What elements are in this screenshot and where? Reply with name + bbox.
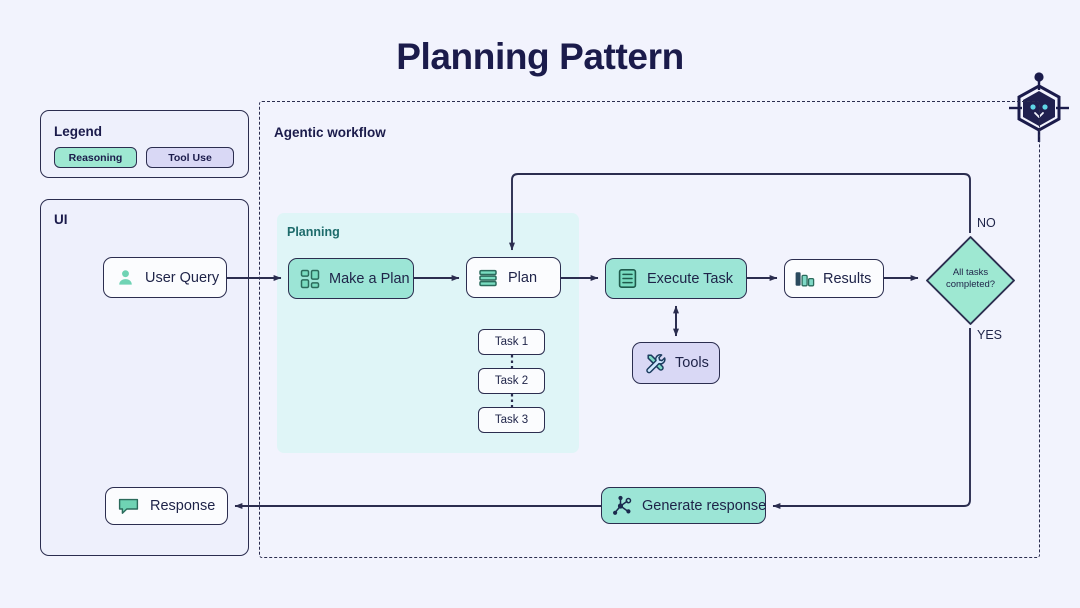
- node-generate-response-label: Generate response: [642, 497, 767, 514]
- node-plan-label: Plan: [508, 269, 538, 286]
- agentic-workflow-label: Agentic workflow: [274, 125, 386, 140]
- legend-chip-reasoning: Reasoning: [54, 147, 137, 168]
- node-response-label: Response: [150, 498, 216, 514]
- task-item[interactable]: Task 3: [478, 407, 545, 433]
- decision-all-tasks-completed[interactable]: All tasks completed?: [925, 235, 1016, 326]
- stacked-layers-icon: [478, 268, 498, 288]
- node-graph-icon: [612, 495, 634, 517]
- ui-panel-title: UI: [54, 212, 68, 227]
- planning-label: Planning: [287, 225, 340, 239]
- node-results[interactable]: Results: [784, 259, 884, 298]
- node-execute-task-label: Execute Task: [647, 270, 733, 287]
- decision-line-1: All tasks: [952, 267, 989, 278]
- legend-title: Legend: [54, 124, 103, 139]
- node-generate-response[interactable]: Generate response: [601, 487, 766, 524]
- user-icon: [116, 268, 135, 287]
- edge-label-no: NO: [977, 216, 996, 230]
- decision-label: All tasks completed?: [925, 267, 1016, 291]
- bar-chart-icon: [794, 269, 815, 289]
- chat-bubble-icon: [118, 497, 139, 516]
- grid-layout-icon: [300, 269, 320, 289]
- node-user-query-label: User Query: [145, 269, 220, 286]
- node-plan[interactable]: Plan: [466, 257, 561, 298]
- legend-chip-tool-use: Tool Use: [146, 147, 234, 168]
- node-tools[interactable]: Tools: [632, 342, 720, 384]
- page-title: Planning Pattern: [396, 36, 684, 77]
- decision-line-2: completed?: [945, 279, 996, 290]
- node-tools-label: Tools: [675, 355, 709, 371]
- node-user-query[interactable]: User Query: [103, 257, 227, 298]
- document-list-icon: [617, 268, 638, 289]
- node-results-label: Results: [823, 270, 872, 287]
- task-item[interactable]: Task 2: [478, 368, 545, 394]
- node-execute-task[interactable]: Execute Task: [605, 258, 747, 299]
- agentic-workflow-region: [259, 101, 1040, 558]
- node-make-a-plan-label: Make a Plan: [329, 270, 410, 287]
- node-response[interactable]: Response: [105, 487, 228, 525]
- edge-label-yes: YES: [977, 328, 1003, 342]
- wrench-screwdriver-icon: [644, 352, 666, 374]
- node-make-a-plan[interactable]: Make a Plan: [288, 258, 414, 299]
- task-item[interactable]: Task 1: [478, 329, 545, 355]
